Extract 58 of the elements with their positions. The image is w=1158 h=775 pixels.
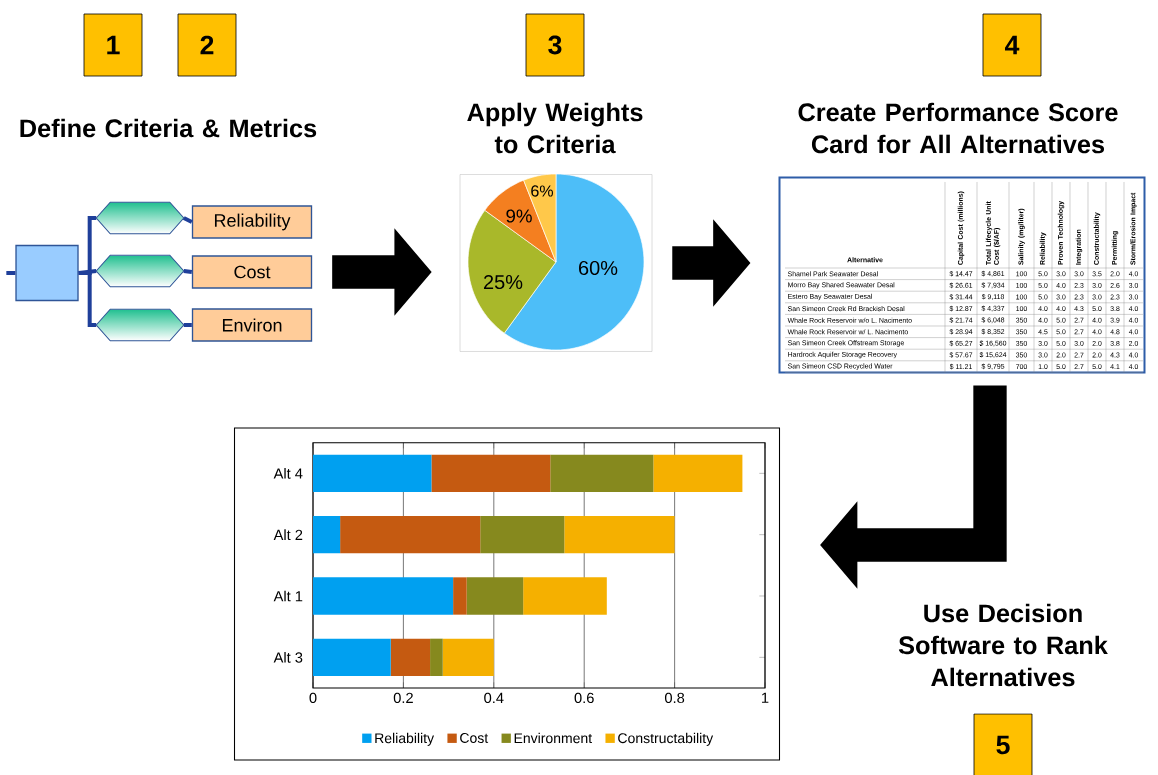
step-number-box: 5 — [973, 713, 1033, 775]
bar — [390, 638, 431, 676]
bar — [564, 516, 675, 554]
slice-label: 6% — [531, 185, 553, 197]
step-number-box: 2 — [177, 13, 237, 77]
slice-label: 9% — [506, 209, 532, 223]
step-heading: Define Criteria & Metrics — [20, 118, 317, 138]
x-tick-label: 0.4 — [484, 692, 504, 704]
x-tick-label: 1 — [762, 692, 769, 703]
step-number-box: 1 — [83, 13, 143, 77]
connector-line — [182, 216, 193, 224]
root-box — [15, 244, 79, 302]
pie-chart — [459, 173, 653, 352]
bar — [466, 577, 524, 615]
bar — [313, 516, 341, 554]
hexagon — [95, 201, 185, 235]
bar — [523, 577, 607, 615]
legend-label: Environment — [514, 732, 593, 744]
step-number-box: 4 — [982, 13, 1042, 77]
bar — [442, 638, 494, 676]
step-heading: Create Performance Score Card for All Alternatives — [798, 102, 1118, 154]
bar — [653, 454, 743, 492]
step-heading: Use Decision Software to Rank Alternatives — [898, 603, 1108, 687]
connector-line — [6, 271, 16, 275]
x-tick-label: 0.6 — [574, 692, 594, 704]
bar — [550, 454, 654, 492]
step-number-box: 3 — [525, 13, 585, 77]
x-tick-label: 0.2 — [393, 692, 413, 704]
legend-label: Constructability — [618, 732, 714, 746]
criterion-box: Cost — [191, 255, 313, 289]
step-heading: Apply Weights to Criteria — [467, 102, 643, 154]
bar — [453, 577, 467, 615]
x-tick-label: 0 — [309, 692, 317, 704]
y-tick-label: Alt 1 — [273, 590, 303, 602]
connector-line — [183, 269, 193, 274]
bar — [431, 454, 551, 492]
y-tick-label: Alt 2 — [273, 529, 303, 541]
y-tick-label: Alt 3 — [273, 651, 303, 663]
bar — [313, 454, 432, 492]
connector-line — [78, 269, 97, 275]
bar — [340, 516, 481, 554]
legend-label: Reliability — [375, 732, 435, 746]
criterion-box: Environ — [191, 308, 313, 342]
legend-label: Cost — [460, 733, 489, 743]
criterion-box: Reliability — [191, 205, 313, 239]
hexagon — [95, 254, 185, 288]
slice-label: 60% — [579, 260, 618, 276]
chart-frame — [233, 427, 781, 761]
bar — [480, 516, 565, 554]
connector-line — [183, 323, 192, 327]
slice-label: 25% — [484, 274, 523, 290]
hexagon — [95, 308, 185, 342]
bar — [430, 638, 443, 676]
bar — [313, 577, 454, 615]
connector-line — [78, 271, 97, 327]
x-tick-label: 0.8 — [664, 692, 685, 704]
bar — [313, 638, 391, 676]
y-tick-label: Alt 4 — [273, 467, 303, 479]
